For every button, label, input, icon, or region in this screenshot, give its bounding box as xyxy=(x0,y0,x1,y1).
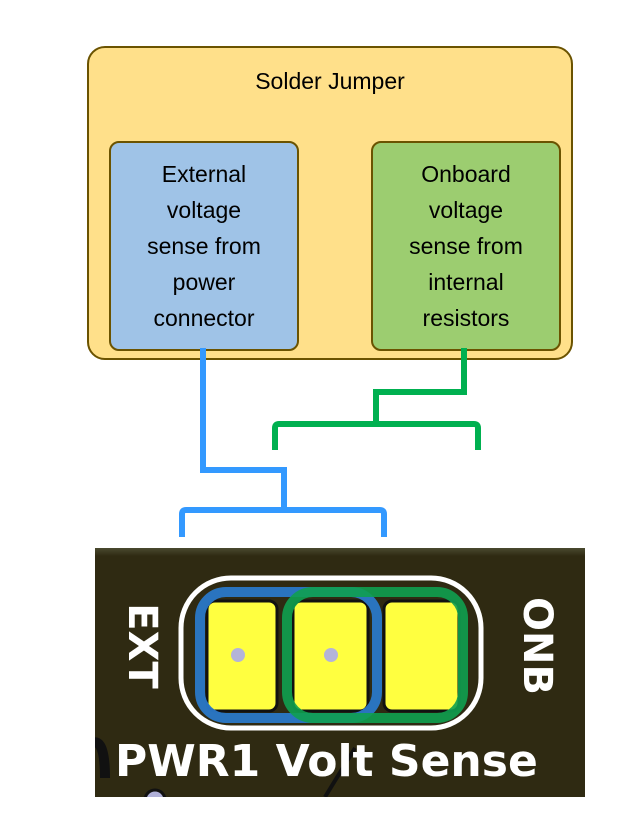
external-line: power xyxy=(172,269,236,295)
external-wire xyxy=(179,348,387,537)
onboard-line: resistors xyxy=(422,305,510,331)
pad-onb xyxy=(382,599,461,713)
pad-ext-dot xyxy=(231,648,245,662)
external-line: sense from xyxy=(147,233,261,259)
pad-middle-dot xyxy=(324,648,338,662)
ext-pad-label: EXT xyxy=(119,603,165,689)
external-line: voltage xyxy=(166,197,242,223)
pcb-trace xyxy=(323,746,357,797)
onboard-wire xyxy=(272,348,481,450)
onboard-line: sense from xyxy=(409,233,523,259)
silkscreen-outline xyxy=(178,575,484,731)
onb-pad-label: ONB xyxy=(514,597,560,695)
ext-highlight xyxy=(195,587,382,723)
pcb-via xyxy=(143,788,167,797)
onboard-line: internal xyxy=(428,269,504,295)
solder-jumper-title: Solder Jumper xyxy=(255,68,405,94)
pcb-photo: EXT ONB PWR1 Volt Sense xyxy=(95,548,585,797)
solder-jumper-box: Solder Jumper External voltage sense fro… xyxy=(87,46,573,360)
external-line: connector xyxy=(153,305,255,331)
onboard-line: Onboard xyxy=(421,161,511,187)
pcb-silkscreen-label: PWR1 Volt Sense xyxy=(115,736,538,787)
onboard-line: voltage xyxy=(428,197,504,223)
onb-highlight xyxy=(282,587,468,723)
pcb-trace xyxy=(95,737,110,779)
external-line: External xyxy=(161,161,247,187)
